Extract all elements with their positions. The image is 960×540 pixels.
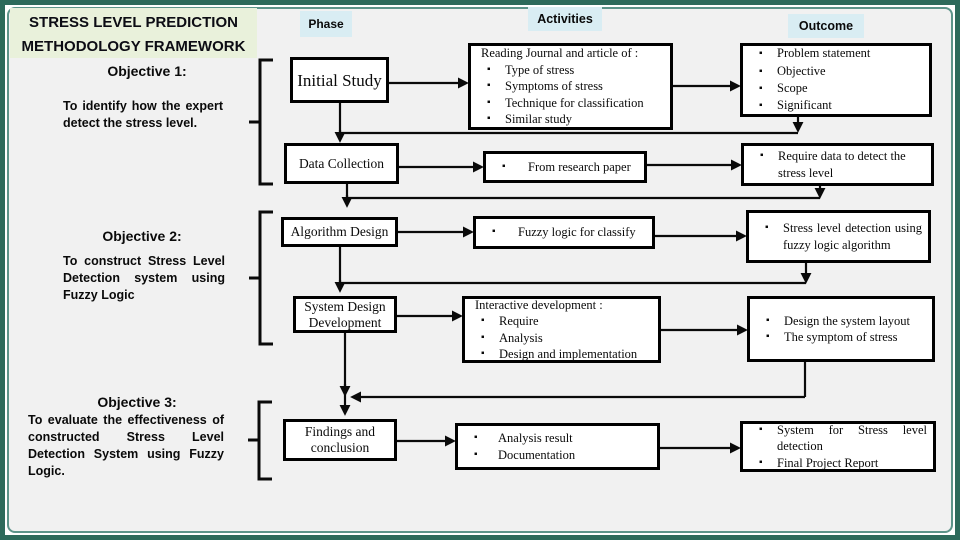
objective-3-description: To evaluate the effectiveness of constru… xyxy=(28,413,224,478)
activity-box-fuzzy-logic: Fuzzy logic for classify xyxy=(473,216,655,249)
list-item: Design the system layout xyxy=(758,313,926,330)
outcome-box-stress-detection-algorithm: Stress level detection using fuzzy logic… xyxy=(746,210,931,263)
list-item: Final Project Report xyxy=(751,455,927,472)
list-item: Significant xyxy=(751,97,923,115)
list-item: Stress level detection using fuzzy logic… xyxy=(757,220,922,253)
activity-intro: Reading Journal and article of : xyxy=(481,46,639,61)
outcome-list: Require data to detect the stress level xyxy=(752,148,925,181)
activity-box-research-paper: From research paper xyxy=(483,151,647,183)
objective-1-description: To identify how the expert detect the st… xyxy=(63,99,223,130)
activity-list: Type of stress Symptoms of stress Techni… xyxy=(479,62,664,128)
outcome-box-final-report: System for Stress level detection Final … xyxy=(740,421,936,472)
framework-title-line1: STRESS LEVEL PREDICTION xyxy=(29,14,238,31)
phase-box-initial-study: Initial Study xyxy=(290,57,389,103)
phase-box-data-collection: Data Collection xyxy=(284,143,399,184)
list-item: Type of stress xyxy=(479,62,664,79)
phase-box-system-design-development: System Design Development xyxy=(293,296,397,333)
list-item: The symptom of stress xyxy=(758,329,926,346)
list-item: Similar study xyxy=(479,111,664,128)
outcome-list: System for Stress level detection Final … xyxy=(751,422,927,472)
outcome-box-require-data: Require data to detect the stress level xyxy=(741,143,934,186)
list-item: Analysis xyxy=(473,330,652,347)
phase-box-algorithm-design: Algorithm Design xyxy=(281,217,398,247)
activity-list: Fuzzy logic for classify xyxy=(484,224,646,241)
list-item: From research paper xyxy=(494,159,638,176)
list-item: Problem statement xyxy=(751,45,923,63)
activity-intro: Interactive development : xyxy=(475,297,603,312)
column-header-phase: Phase xyxy=(300,11,352,37)
activity-list: Analysis result Documentation xyxy=(466,430,651,463)
objective-2-description: To construct Stress Level Detection syst… xyxy=(63,254,225,302)
outcome-list: Problem statement Objective Scope Signif… xyxy=(751,45,923,115)
activity-box-interactive-development: Interactive development : Require Analys… xyxy=(462,296,661,363)
list-item: Technique for classification xyxy=(479,95,664,112)
framework-title-line2: METHODOLOGY FRAMEWORK xyxy=(21,38,246,55)
outcome-box-problem-statement: Problem statement Objective Scope Signif… xyxy=(740,43,932,117)
list-item: Symptoms of stress xyxy=(479,78,664,95)
list-item: System for Stress level detection xyxy=(751,422,927,455)
objective-1-heading: Objective 1: xyxy=(107,63,187,79)
column-header-activities: Activities xyxy=(528,7,602,31)
activity-list: Require Analysis Design and implementati… xyxy=(473,313,652,363)
outcome-list: Stress level detection using fuzzy logic… xyxy=(757,220,922,253)
list-item: Require xyxy=(473,313,652,330)
list-item: Analysis result xyxy=(466,430,651,447)
phase-box-findings-conclusion: Findings and conclusion xyxy=(283,419,397,461)
list-item: Scope xyxy=(751,80,923,98)
objective-3-heading: Objective 3: xyxy=(97,394,177,410)
activity-box-reading-journal: Reading Journal and article of : Type of… xyxy=(468,43,673,130)
framework-title: STRESS LEVEL PREDICTION METHODOLOGY FRAM… xyxy=(10,8,257,58)
list-item: Objective xyxy=(751,63,923,81)
list-item: Design and implementation xyxy=(473,346,652,363)
list-item: Fuzzy logic for classify xyxy=(484,224,646,241)
objective-2-heading: Objective 2: xyxy=(102,228,182,244)
list-item: Require data to detect the stress level xyxy=(752,148,925,181)
activity-box-analysis-documentation: Analysis result Documentation xyxy=(455,423,660,470)
activity-list: From research paper xyxy=(494,159,638,176)
column-header-outcome: Outcome xyxy=(788,14,864,38)
list-item: Documentation xyxy=(466,447,651,464)
outcome-list: Design the system layout The symptom of … xyxy=(758,313,926,346)
outcome-box-design-layout: Design the system layout The symptom of … xyxy=(747,296,935,362)
